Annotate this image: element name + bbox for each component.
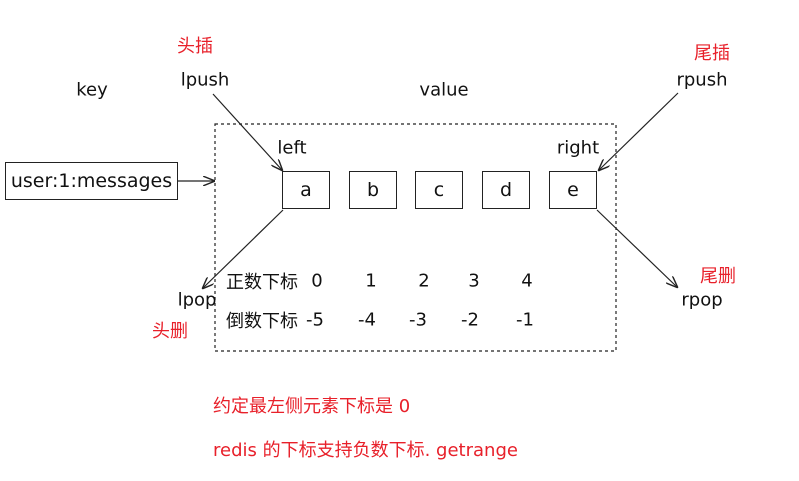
tail-delete-label: 尾删 [700,266,736,287]
rpop-arrow [596,209,677,287]
positive-index: 1 [365,270,377,292]
rpop-label: rpop [681,289,723,311]
head-insert-label: 头插 [177,36,213,57]
negative-index: -5 [306,309,324,331]
negative-index: -4 [358,309,376,331]
list-element: b [349,171,397,209]
lpush-arrow [212,93,282,170]
tail-insert-label: 尾插 [694,43,730,64]
list-element: d [482,171,530,209]
positive-index-label: 正数下标 [226,272,298,293]
right-label: right [556,137,600,159]
rpush-label: rpush [676,69,728,91]
key-label: key [76,79,108,101]
lpush-label: lpush [180,69,230,91]
positive-index: 2 [418,270,430,292]
positive-index: 0 [311,270,323,292]
note-negative-index: redis 的下标支持负数下标. getrange [213,440,518,461]
negative-index: -3 [409,309,427,331]
value-dashed-container [214,123,617,352]
positive-index: 4 [521,270,533,292]
lpop-arrow [203,209,284,288]
key-box: user:1:messages [5,162,178,200]
negative-index-label: 倒数下标 [226,311,298,332]
head-delete-label: 头删 [152,321,188,342]
value-label: value [419,79,469,101]
list-element: c [415,171,463,209]
list-element: e [549,171,597,209]
positive-index: 3 [468,270,480,292]
lpop-label: lpop [177,289,217,311]
negative-index: -1 [516,309,534,331]
left-label: left [277,137,307,159]
list-element: a [282,171,330,209]
rpush-arrow [599,92,679,170]
negative-index: -2 [461,309,479,331]
note-zero-index: 约定最左侧元素下标是 0 [213,396,411,417]
